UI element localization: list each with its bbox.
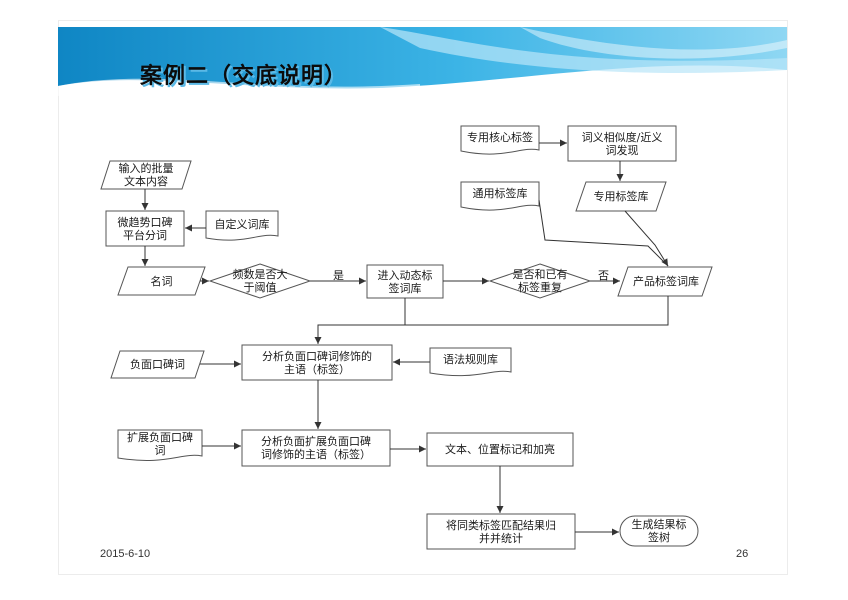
- analyze-subject-label: 分析负面口碑词修饰的 主语（标签）: [242, 345, 392, 380]
- edge-special-prod: [625, 211, 668, 266]
- special-lib-label: 专用标签库: [578, 182, 664, 211]
- neg-word-label: 负面口碑词: [113, 351, 202, 378]
- noun-label: 名词: [118, 267, 205, 295]
- core-tags-label: 专用核心标签: [461, 126, 539, 148]
- freq-decision-label: 频数是否大 于阈值: [220, 266, 300, 296]
- grammar-lib-label: 语法规则库: [430, 348, 511, 371]
- synonym-label: 词义相似度/近义 词发现: [568, 126, 676, 161]
- edge-label-no: 否: [598, 267, 609, 283]
- segmentation-label: 微趋势口碑 平台分词: [106, 211, 184, 246]
- merge-stats-label: 将同类标签匹配结果归 并并统计: [427, 514, 575, 549]
- product-lib-label: 产品标签词库: [620, 267, 712, 296]
- edge-prod-merge: [405, 296, 668, 325]
- edge-dyn-merge: [318, 298, 405, 344]
- result-tree-label: 生成结果标 签树: [620, 516, 698, 546]
- footer-date: 2015-6-10: [100, 548, 150, 560]
- general-lib-label: 通用标签库: [461, 182, 539, 204]
- edge-label-yes: 是: [333, 267, 344, 283]
- highlight-label: 文本、位置标记和加亮: [427, 433, 573, 466]
- dynamic-lib-label: 进入动态标 签词库: [367, 265, 443, 298]
- analyze-ext-subject-label: 分析负面扩展负面口碑 词修饰的主语（标签）: [242, 430, 390, 466]
- input-text-label: 输入的批量 文本内容: [103, 161, 189, 189]
- custom-dict-label: 自定义词库: [206, 211, 278, 237]
- page-number: 26: [736, 548, 748, 560]
- ext-neg-word-label: 扩展负面口碑 词: [118, 430, 202, 458]
- dup-decision-label: 是否和已有 标签重复: [498, 266, 582, 296]
